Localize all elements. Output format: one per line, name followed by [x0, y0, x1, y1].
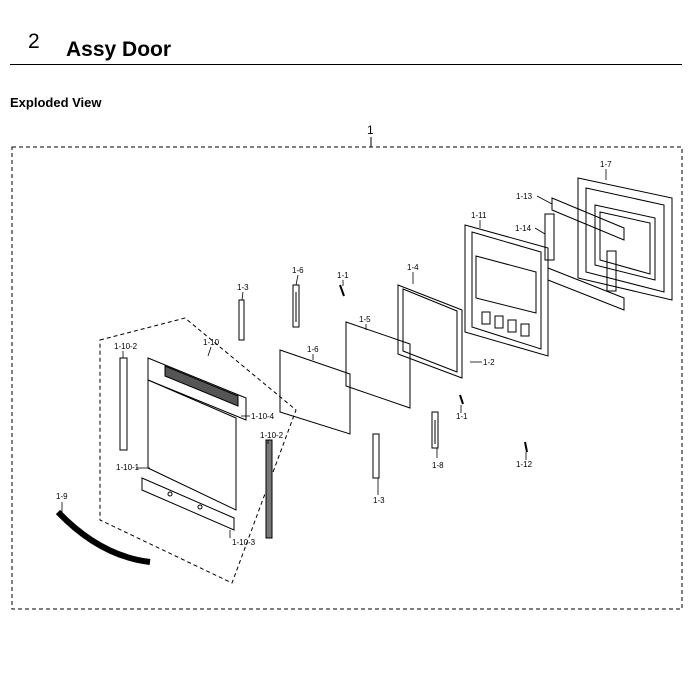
section-number: 2 [28, 30, 40, 53]
part-side-trim-right [265, 439, 273, 539]
part-label-p-1-9: 1-9 [56, 492, 68, 501]
leader-lines [61, 169, 607, 538]
assembly-boundary [11, 146, 683, 610]
part-inner-glass [345, 321, 411, 409]
part-label-p-1-4: 1-4 [407, 263, 419, 272]
exploded-view-subtitle: Exploded View [10, 95, 102, 110]
part-middle-glass [279, 349, 351, 435]
part-pin [524, 441, 528, 453]
part-label-p-1-8: 1-8 [432, 461, 444, 470]
part-label-p-1-14: 1-14 [515, 224, 532, 233]
part-label-p-1-13: 1-13 [516, 192, 533, 201]
part-label-p-1-11: 1-11 [471, 211, 487, 220]
part-screw-bottom [459, 394, 464, 405]
part-bottom-bar [547, 267, 625, 311]
part-handle [55, 509, 151, 565]
part-top-bar [551, 197, 625, 241]
part-label-p-1-6-hinge: 1-6 [292, 266, 304, 275]
part-bottom-bracket [141, 477, 235, 531]
part-label-p-1-6-glass: 1-6 [307, 345, 319, 354]
part-channel-top [238, 299, 245, 341]
part-label-p-1-2: 1-2 [483, 358, 495, 367]
part-outer-door [147, 357, 247, 511]
part-label-p-1-3-bottom: 1-3 [373, 496, 385, 505]
part-label-p-1-3-top: 1-3 [237, 283, 249, 292]
label-assembly: 1 [367, 123, 374, 137]
part-back-frame [577, 177, 673, 301]
part-label-p-1-1-bottom: 1-1 [456, 412, 468, 421]
part-label-p-1-12: 1-12 [516, 460, 533, 469]
part-label-p-1-5: 1-5 [359, 315, 371, 324]
part-inner-door-panel [464, 224, 549, 357]
part-label-p-1-10: 1-10 [203, 338, 220, 347]
part-glass-frame [397, 284, 463, 379]
part-spacer-right [606, 250, 617, 292]
part-label-p-1-10-2b: 1-10-2 [260, 431, 284, 440]
part-label-p-1-10-3: 1-10-3 [232, 538, 256, 547]
part-label-p-1-7: 1-7 [600, 160, 612, 169]
part-label-p-1-10-2a: 1-10-2 [114, 342, 138, 351]
part-channel-bottom [372, 433, 380, 479]
section-title: Assy Door [66, 38, 172, 61]
part-label-p-1-10-1: 1-10-1 [116, 463, 140, 472]
part-side-trim-left [119, 357, 128, 451]
part-spacer-left [544, 213, 555, 261]
part-screw-top [339, 284, 345, 297]
part-label-p-1-10-4: 1-10-4 [251, 412, 275, 421]
sub-assembly-boundary [99, 317, 297, 584]
part-hinge-bottom [431, 411, 439, 449]
part-hinge-top [292, 284, 300, 328]
part-label-p-1-1-top: 1-1 [337, 271, 349, 280]
title-underline [10, 64, 682, 65]
